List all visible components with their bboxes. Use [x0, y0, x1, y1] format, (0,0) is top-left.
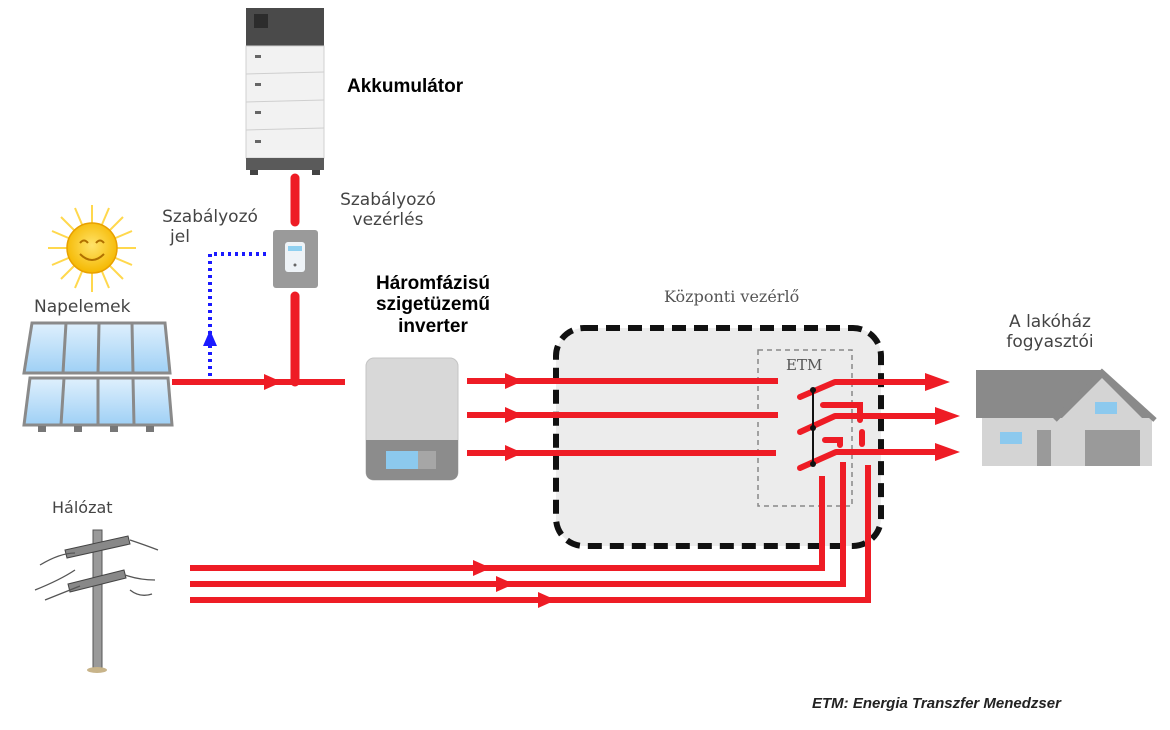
- control-unit-label-line2: vezérlés: [352, 209, 424, 230]
- control-signal-label-line2: jel: [170, 226, 190, 247]
- inverter-icon: [365, 357, 459, 481]
- control-signal-label: Szabályozó jel: [140, 207, 280, 247]
- control-unit-label: Szabályozó vezérlés: [318, 190, 458, 230]
- grid-label: Hálózat: [52, 498, 113, 517]
- control-unit-label-line1: Szabályozó: [340, 190, 436, 210]
- solar-power-line: [172, 374, 345, 390]
- battery-icon: [245, 8, 325, 175]
- charge-controller-icon: [273, 230, 318, 288]
- inverter-label-line3: inverter: [398, 315, 468, 337]
- house-label-line2: fogyasztói: [1006, 331, 1094, 352]
- control-signal-label-line1: Szabályozó: [162, 207, 258, 227]
- battery-label: Akkumulátor: [347, 76, 464, 97]
- sun-icon: [48, 205, 136, 292]
- house-label-line1: A lakóház: [1009, 312, 1091, 332]
- solar-panel-icon: [22, 321, 174, 432]
- central-controller-label: Központi vezérlő: [664, 287, 800, 306]
- etm-box: [757, 349, 853, 507]
- inverter-label-line1: Háromfázisú: [375, 273, 491, 294]
- inverter-label: Háromfázisú szigetüzemű inverter: [358, 273, 508, 337]
- utility-pole-icon: [34, 529, 159, 673]
- control-signal-line: [203, 252, 268, 376]
- house-icon: [976, 368, 1157, 466]
- etm-label: ETM: [786, 356, 823, 374]
- solar-label: Napelemek: [34, 297, 131, 317]
- house-output-lines: [835, 373, 960, 461]
- footnote: ETM: Energia Transzfer Menedzser: [812, 695, 1061, 712]
- inverter-output-lines: [467, 373, 778, 461]
- grid-power-lines: [190, 462, 871, 608]
- house-label: A lakóház fogyasztói: [980, 312, 1120, 352]
- inverter-label-line2: szigetüzemű: [375, 294, 491, 316]
